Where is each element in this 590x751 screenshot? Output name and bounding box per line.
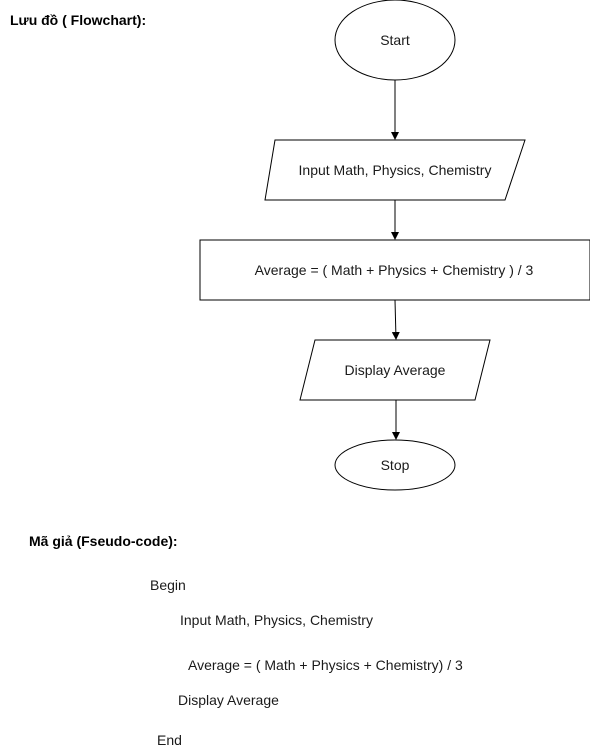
process-node-label: Average = ( Math + Physics + Chemistry )… (255, 262, 534, 278)
flowchart-heading: Lưu đồ ( Flowchart): (10, 12, 147, 28)
process-node: Average = ( Math + Physics + Chemistry )… (199, 239, 590, 301)
stop-node: Stop (334, 439, 456, 491)
pseudocode-line-average: Average = ( Math + Physics + Chemistry) … (188, 657, 463, 673)
pseudocode-line-input: Input Math, Physics, Chemistry (180, 612, 373, 628)
input-node-label: Input Math, Physics, Chemistry (299, 162, 492, 178)
pseudocode-heading: Mã giả (Fseudo-code): (29, 533, 178, 549)
start-node: Start (334, 0, 456, 81)
start-node-label: Start (380, 32, 410, 48)
edge-process-to-output (391, 299, 400, 340)
output-node-label: Display Average (345, 362, 446, 378)
input-node: Input Math, Physics, Chemistry (264, 139, 526, 201)
stop-node-label: Stop (381, 457, 410, 473)
pseudocode-line-display: Display Average (178, 692, 279, 708)
output-node: Display Average (299, 339, 491, 401)
pseudocode-line-begin: Begin (150, 577, 186, 593)
flowchart-diagram: Start Input Math, Physics, Chemistry Ave… (199, 0, 590, 491)
pseudocode-line-end: End (157, 732, 182, 748)
